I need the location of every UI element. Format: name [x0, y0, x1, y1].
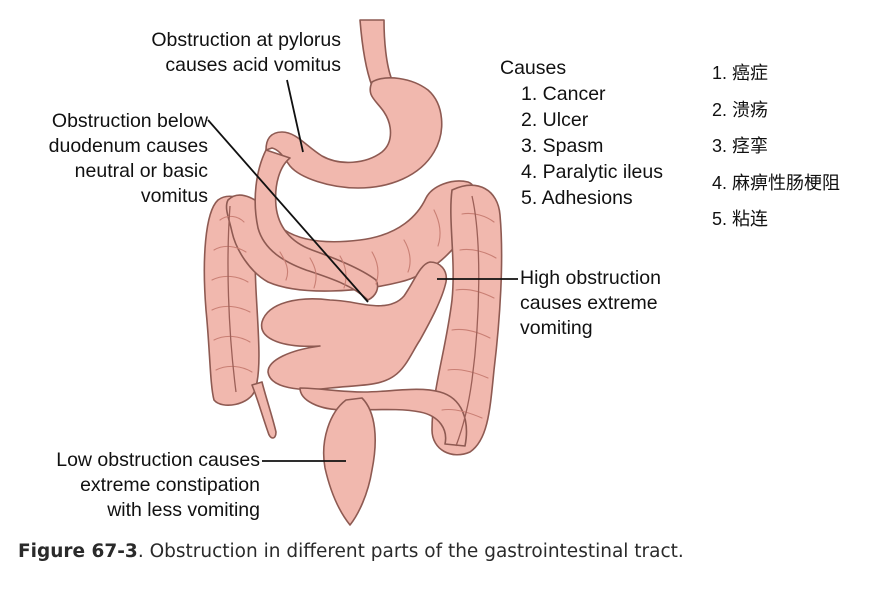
tissue	[203, 19, 503, 526]
causes-list: Causes 1. Cancer 2. Ulcer 3. Spasm 4. Pa…	[500, 55, 663, 211]
cause-item: 3. Spasm	[521, 135, 604, 157]
cause-item-zh: 1. 癌症	[712, 63, 769, 83]
duodenum	[254, 149, 379, 301]
cause-item: 4. Paralytic ileus	[521, 161, 663, 183]
causes-list-chinese: 1. 癌症 2. 溃疡 3. 痉挛 4. 麻痹性肠梗阻 5. 粘连	[712, 55, 840, 238]
causes-title: Causes	[500, 57, 567, 79]
leader-duodenum	[207, 119, 369, 303]
leader-pylorus	[286, 79, 304, 153]
small-intestine	[260, 261, 448, 391]
cause-item: 5. Adhesions	[521, 187, 633, 209]
figure-caption: Figure 67-3. Obstruction in different pa…	[18, 538, 690, 566]
haustra	[211, 209, 497, 419]
cause-item: 2. Ulcer	[521, 109, 589, 131]
figure-number: Figure 67-3	[18, 541, 138, 562]
stomach	[265, 77, 443, 189]
taenia-line-left	[227, 205, 237, 393]
cause-item-zh: 3. 痉挛	[712, 136, 769, 156]
cause-item: 1. Cancer	[521, 83, 606, 105]
colon-tail	[251, 381, 277, 439]
cause-item-zh: 5. 粘连	[712, 209, 769, 229]
rectum	[322, 397, 376, 526]
taenia-line	[455, 195, 480, 447]
caption-text: . Obstruction in different parts of the …	[137, 541, 684, 562]
esophagus	[359, 19, 393, 87]
cause-item-zh: 2. 溃疡	[712, 99, 769, 120]
cause-item-zh: 4. 麻痹性肠梗阻	[712, 172, 841, 193]
